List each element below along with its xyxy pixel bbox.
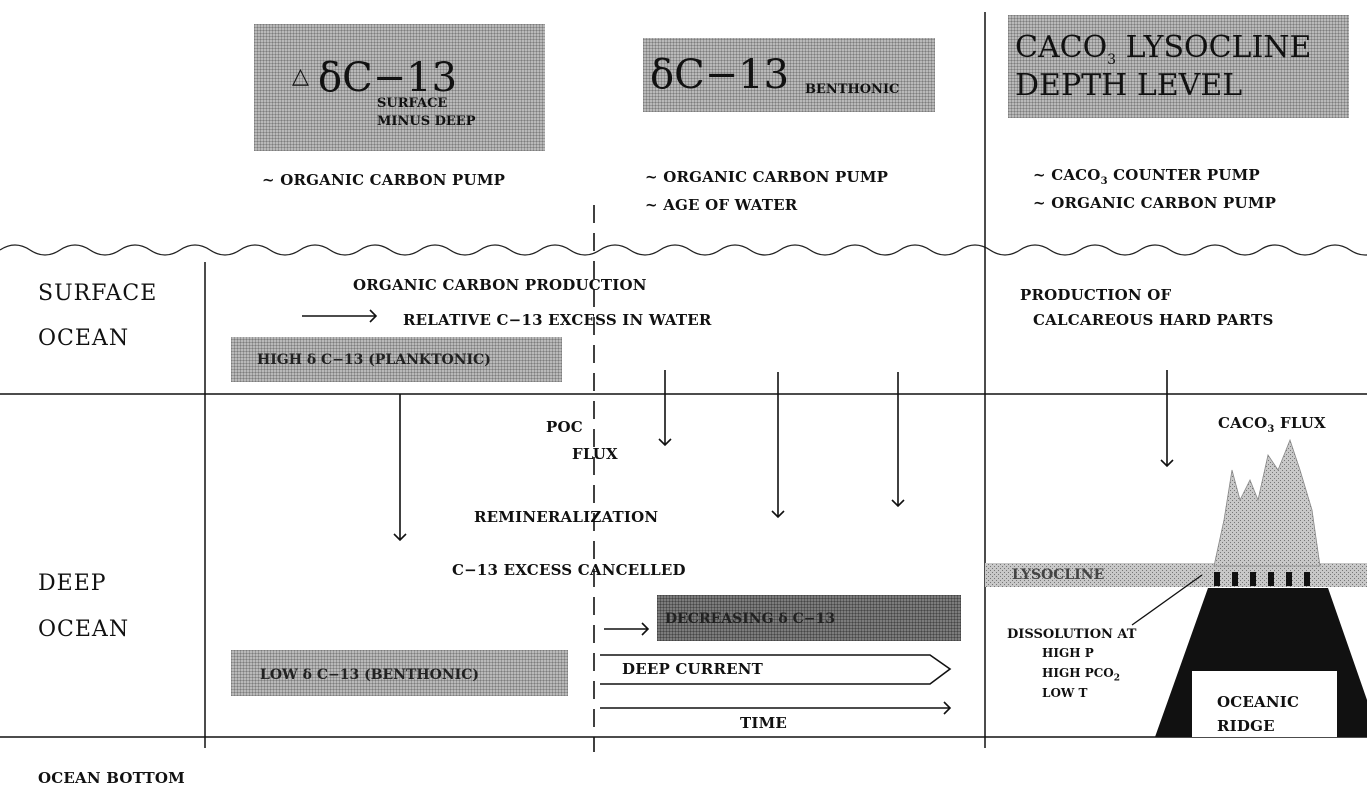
- low-t-label: LOW T: [1042, 686, 1087, 700]
- relative-c13-excess: RELATIVE C−13 EXCESS IN WATER: [403, 311, 712, 329]
- surface-zone-label: SURFACE: [38, 281, 157, 306]
- organic-carbon-production: ORGANIC CARBON PRODUCTION: [353, 276, 647, 294]
- oceanic-label: OCEANIC: [1217, 693, 1299, 711]
- minus-deep-label: MINUS DEEP: [377, 114, 475, 129]
- lysocline-title-line1: CACO3 LYSOCLINE: [1015, 30, 1311, 68]
- sea-surface-wave: [0, 245, 1367, 255]
- high-p-label: HIGH P: [1042, 646, 1094, 660]
- flux-label: FLUX: [572, 445, 618, 463]
- caco3-sediment-pile: [1214, 440, 1320, 566]
- caco3-flux-label: CACO3 FLUX: [1218, 414, 1326, 435]
- delta-c13-title: δC−13: [318, 55, 457, 101]
- poc-label: POC: [546, 418, 583, 436]
- remineralization-label: REMINERALIZATION: [474, 508, 658, 526]
- production-of-label: PRODUCTION OF: [1020, 286, 1171, 304]
- col3-proxy-a: ~ CACO3 COUNTER PUMP: [1033, 166, 1260, 187]
- benthonic-label: BENTHONIC: [805, 82, 899, 97]
- ocean-bottom-label: OCEAN BOTTOM: [38, 769, 185, 787]
- high-pco2-label: HIGH PCO2: [1042, 666, 1120, 683]
- deep-zone-label-2: OCEAN: [38, 617, 129, 642]
- deep-current-label: DEEP CURRENT: [622, 660, 763, 678]
- benthonic-title: δC−13: [650, 52, 789, 98]
- col2-proxy-a: ~ ORGANIC CARBON PUMP: [645, 168, 888, 186]
- surface-label: SURFACE: [377, 96, 447, 111]
- calcareous-hard-parts-label: CALCAREOUS HARD PARTS: [1033, 311, 1274, 329]
- lysocline-label: LYSOCLINE: [1012, 567, 1104, 583]
- lysocline-title-line2: DEPTH LEVEL: [1015, 68, 1242, 103]
- dissolution-at-label: DISSOLUTION AT: [1007, 627, 1136, 642]
- decreasing-c13-label: DECREASING δ C−13: [665, 611, 835, 627]
- high-c13-label: HIGH δ C−13 (PLANKTONIC): [257, 352, 491, 368]
- low-c13-label: LOW δ C−13 (BENTHONIC): [260, 667, 479, 683]
- col3-proxy-b: ~ ORGANIC CARBON PUMP: [1033, 194, 1276, 212]
- delta-symbol: △: [292, 64, 309, 89]
- surface-zone-label-2: OCEAN: [38, 326, 129, 351]
- col2-proxy-b: ~ AGE OF WATER: [645, 196, 797, 214]
- col1-proxy: ~ ORGANIC CARBON PUMP: [262, 171, 505, 189]
- c13-excess-cancelled-label: C−13 EXCESS CANCELLED: [452, 561, 686, 579]
- time-label: TIME: [740, 714, 787, 732]
- ridge-label: RIDGE: [1217, 717, 1275, 735]
- deep-zone-label: DEEP: [38, 571, 107, 596]
